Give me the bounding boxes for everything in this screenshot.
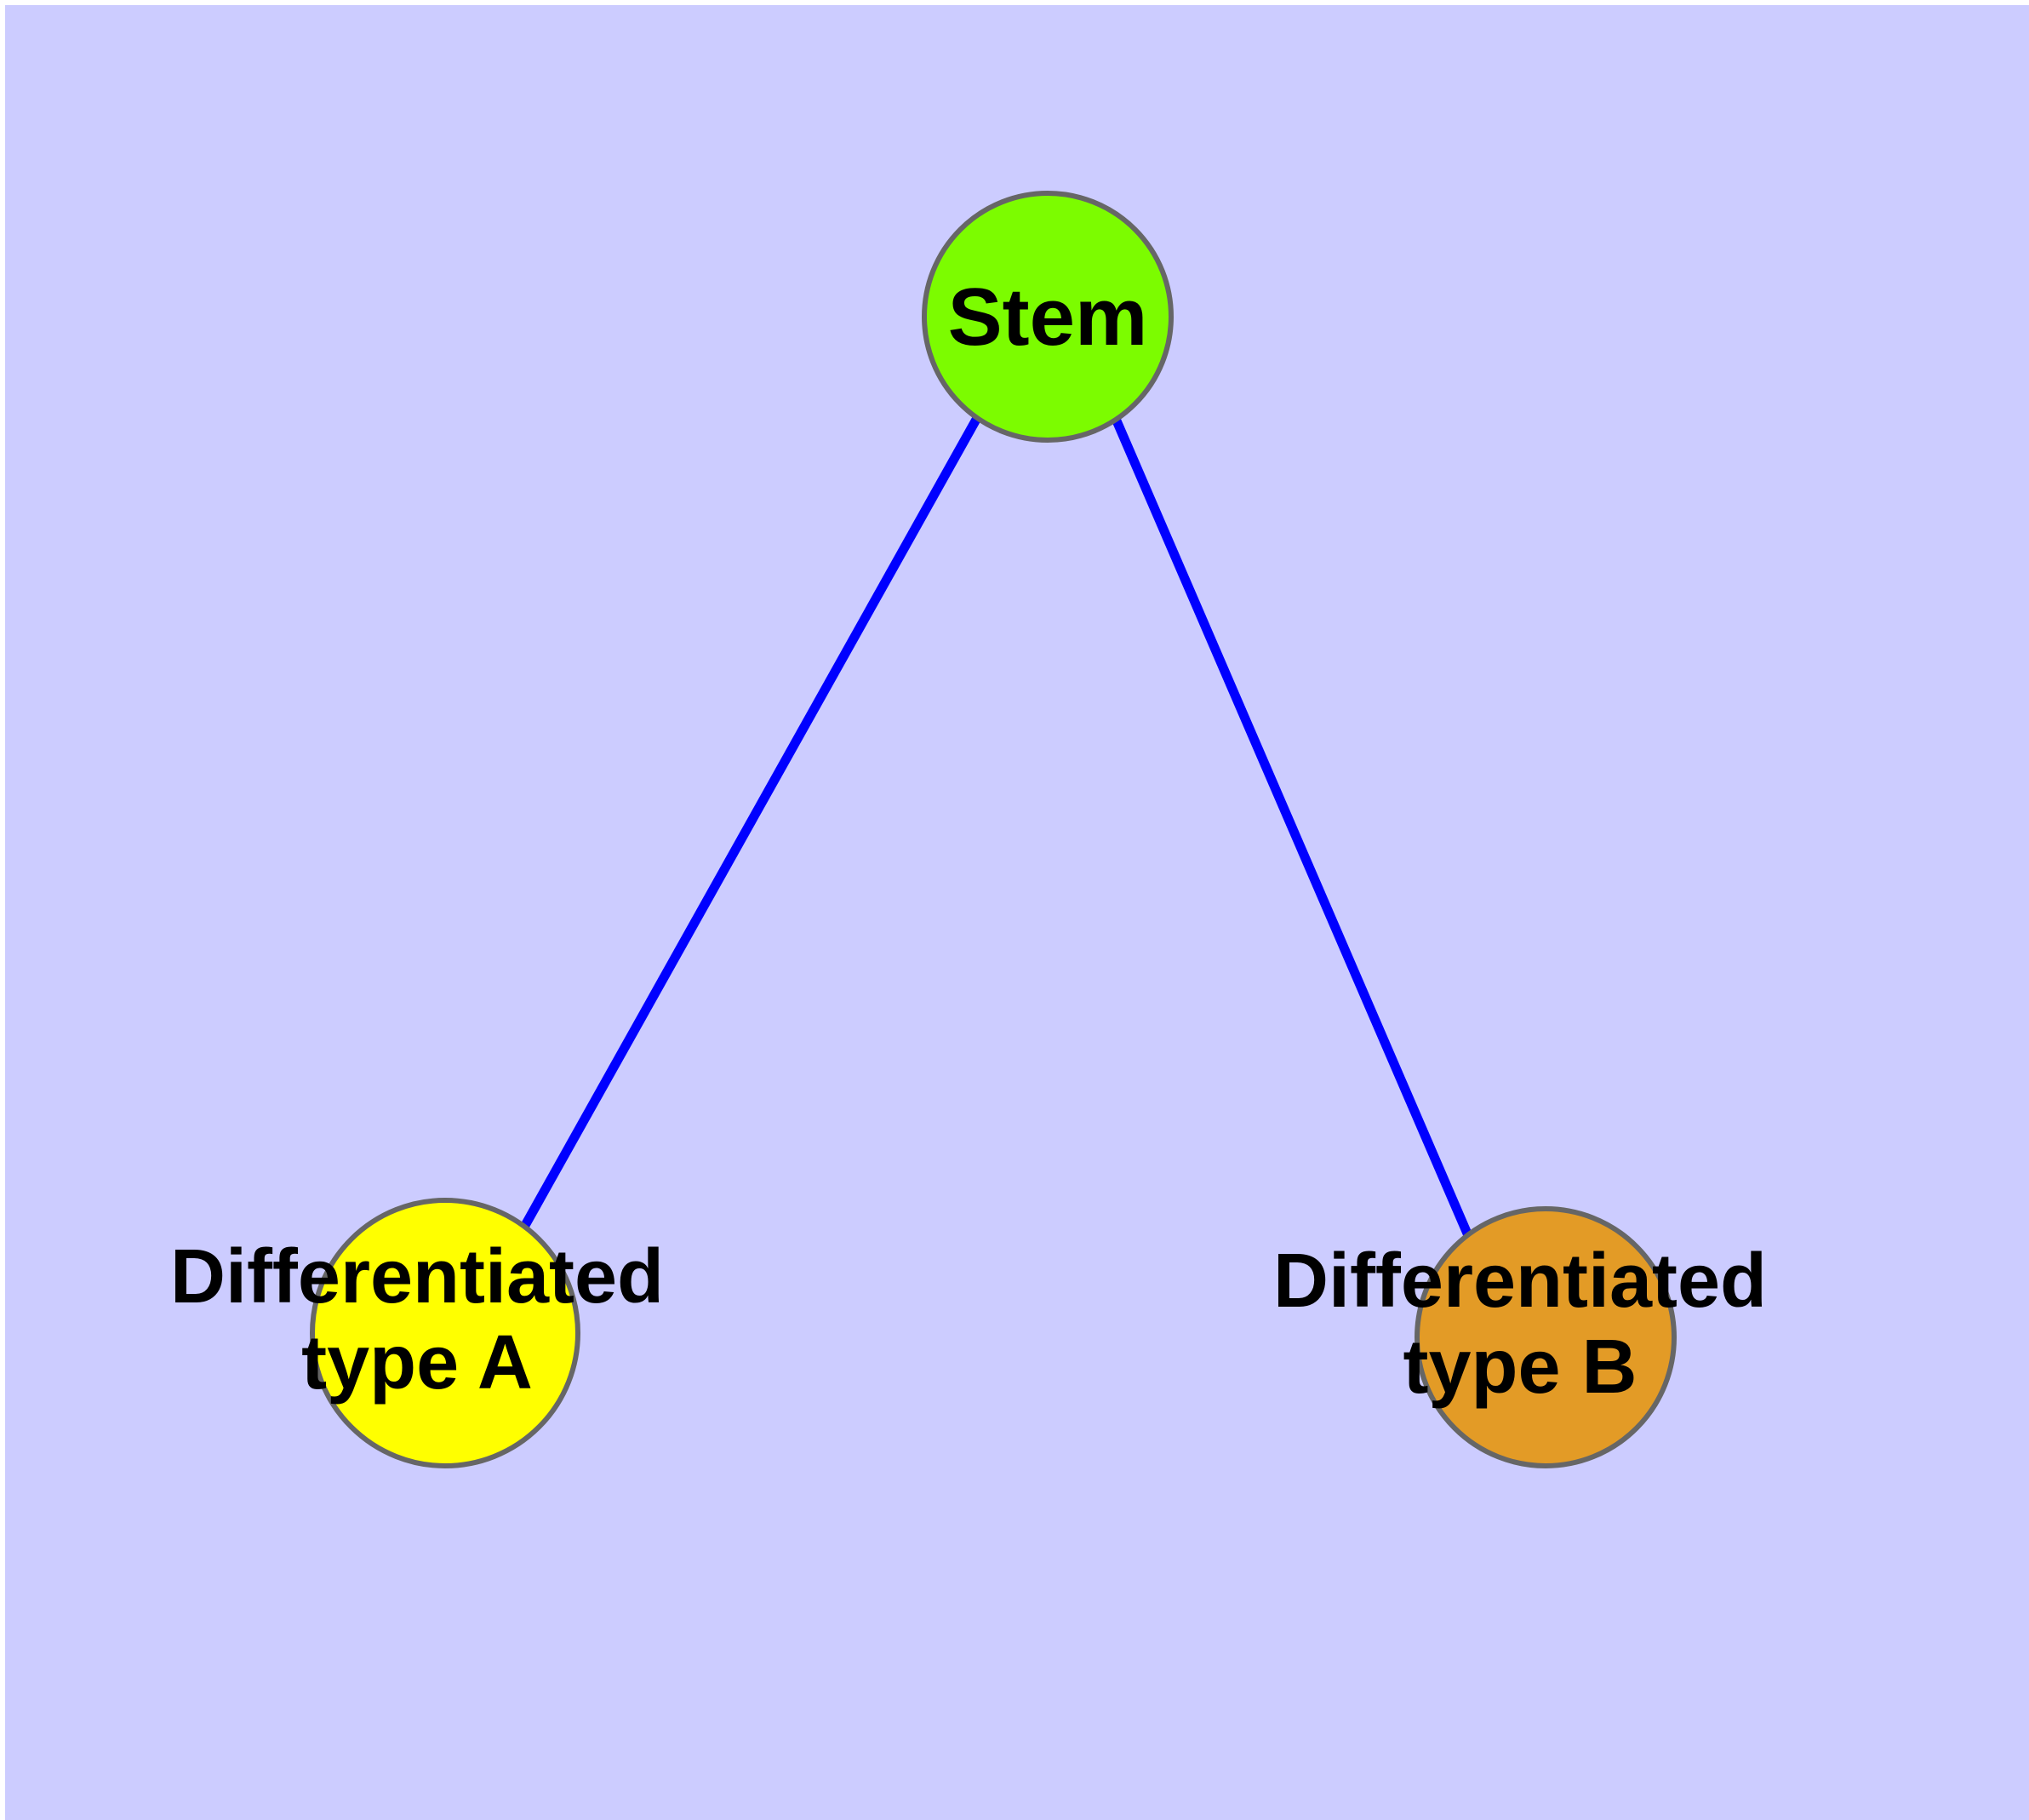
node-differentiated-type-a[interactable] [310, 1198, 580, 1468]
edge-stem-to-differentiated-type-a[interactable] [515, 415, 981, 1239]
edge-layer [515, 415, 1475, 1242]
edge-stem-to-differentiated-type-b[interactable] [1111, 416, 1475, 1242]
node-layer [310, 191, 1677, 1468]
node-label-stem: Stem [948, 272, 1148, 363]
node-differentiated-type-b[interactable] [1415, 1206, 1677, 1468]
node-stem[interactable] [922, 191, 1174, 443]
